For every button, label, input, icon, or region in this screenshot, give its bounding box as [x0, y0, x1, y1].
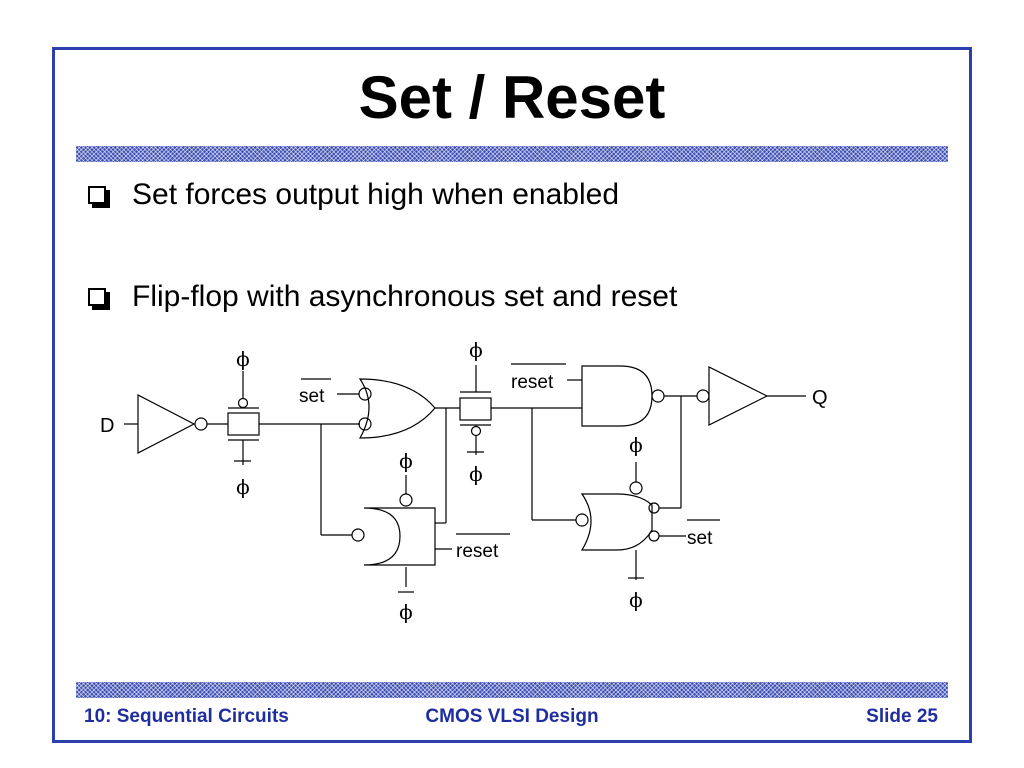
label-set: set	[687, 528, 713, 549]
footer-slide-number: Slide 25	[866, 706, 938, 727]
or-gate-1	[358, 378, 436, 439]
label-reset: reset	[456, 541, 499, 562]
inversion-bubble	[351, 528, 365, 542]
label-q: Q	[812, 387, 828, 409]
inversion-bubble	[651, 389, 665, 403]
or-gate-2	[580, 493, 653, 551]
label-phi: ϕ	[236, 347, 250, 371]
label-phi: ϕ	[469, 338, 483, 362]
label-phi-bar: ϕ	[629, 588, 643, 612]
inverter-gate	[708, 366, 769, 426]
inversion-bubble	[470, 425, 482, 437]
label-phi-bar: ϕ	[469, 462, 483, 486]
footer-chapter: 10: Sequential Circuits	[84, 706, 289, 727]
inversion-bubble	[648, 530, 660, 542]
inversion-bubble	[399, 493, 413, 507]
inversion-bubble	[648, 502, 660, 514]
inversion-bubble	[237, 397, 249, 409]
label-phi: ϕ	[629, 433, 643, 457]
square-bullet-icon	[88, 186, 106, 204]
inversion-bubble	[358, 387, 372, 401]
inversion-bubble	[696, 389, 710, 403]
label-reset: reset	[511, 372, 554, 393]
label-phi-bar: ϕ	[236, 475, 250, 499]
transmission-gate-1	[227, 412, 260, 436]
inversion-bubble	[575, 513, 589, 527]
bullet-text: Set forces output high when enabled	[132, 178, 620, 211]
slide-frame	[52, 47, 972, 743]
square-bullet-icon	[88, 288, 106, 306]
slide-title: Set / Reset	[358, 64, 666, 131]
label-set: set	[299, 386, 325, 407]
nand-gate-1	[363, 507, 436, 566]
inversion-bubble	[194, 417, 208, 431]
transmission-gate-2	[459, 397, 492, 421]
inversion-bubble	[358, 417, 372, 431]
footer-course: CMOS VLSI Design	[425, 706, 599, 727]
inversion-bubble	[629, 481, 643, 495]
inverter-gate	[137, 394, 196, 454]
bullet-item: Flip-flop with asynchronous set and rese…	[88, 280, 677, 314]
label-phi: ϕ	[399, 449, 413, 473]
footer-divider	[76, 682, 948, 698]
bullet-text: Flip-flop with asynchronous set and rese…	[132, 280, 678, 313]
bullet-item: Set forces output high when enabled	[88, 178, 619, 212]
label-d: D	[100, 415, 114, 437]
nand-gate-2	[581, 365, 653, 427]
header-divider	[76, 146, 948, 162]
label-phi-bar: ϕ	[399, 600, 413, 624]
